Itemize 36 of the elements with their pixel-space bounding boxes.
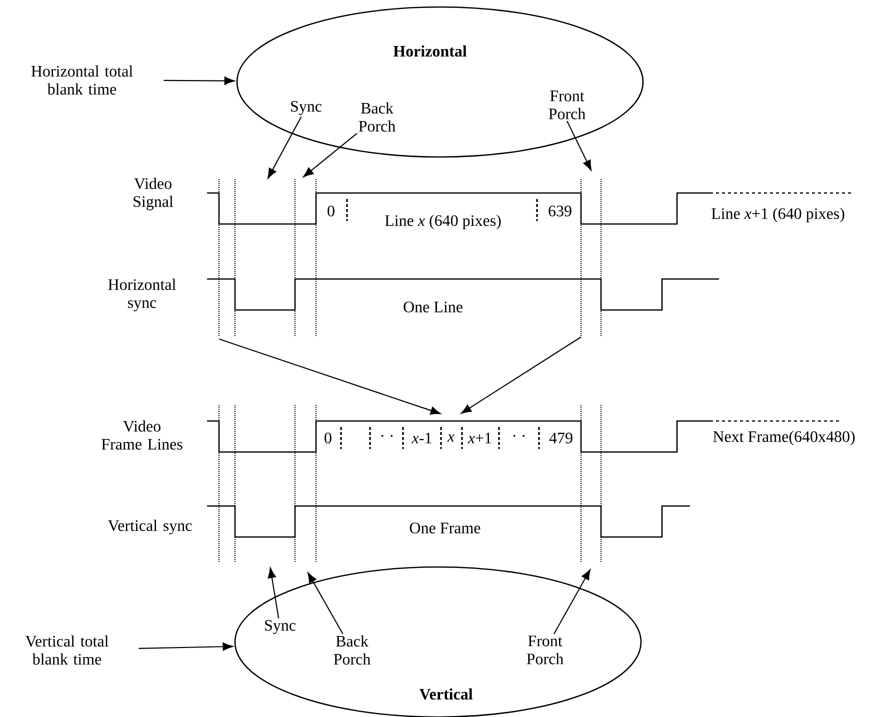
signal-name: Video Frame Lines bbox=[102, 420, 182, 450]
pixel-index: 0 bbox=[328, 206, 334, 216]
arrow bbox=[268, 116, 302, 179]
arrow bbox=[138, 642, 233, 651]
ellipsis: · · bbox=[513, 434, 525, 437]
line-index: x-1 bbox=[412, 432, 432, 444]
ellipsis: · · bbox=[381, 434, 393, 437]
variable-label: x bbox=[447, 434, 454, 442]
period-label: One Line bbox=[404, 302, 462, 312]
annotation-text: Back Porch bbox=[334, 635, 370, 665]
signal-name: Video Signal bbox=[134, 178, 174, 210]
frame-label: Next Frame(640x480) bbox=[713, 430, 855, 446]
annotation-text: Back Porch bbox=[358, 102, 396, 132]
arrow bbox=[164, 76, 235, 85]
arrow bbox=[461, 336, 582, 414]
annotation-text: Front Porch bbox=[548, 90, 586, 120]
line-index: 479 bbox=[549, 432, 572, 444]
annotation-text: Horizontal total blank time bbox=[31, 65, 133, 95]
annotation-text: Sync bbox=[291, 100, 322, 116]
line-index: 0 bbox=[324, 432, 332, 444]
arrow bbox=[303, 132, 358, 178]
signal-name: Horizontal sync bbox=[108, 278, 176, 312]
line-index: x+1 bbox=[468, 432, 492, 444]
arrow bbox=[268, 568, 280, 618]
arrow bbox=[566, 120, 592, 171]
annotation-text: Front Porch bbox=[526, 636, 564, 664]
arrow bbox=[218, 338, 441, 415]
pixel-index: 639 bbox=[548, 206, 572, 216]
arrow bbox=[308, 572, 344, 634]
annotation-text: Sync bbox=[265, 620, 296, 634]
period-label: One Frame bbox=[410, 522, 480, 534]
annotation-text: Vertical total blank time bbox=[25, 635, 108, 665]
line-label: Line x (640 pixes) bbox=[385, 214, 501, 230]
arrow bbox=[553, 569, 590, 634]
signal-name: Vertical sync bbox=[108, 520, 192, 534]
line-label: Line x+1 (640 pixes) bbox=[712, 208, 844, 222]
